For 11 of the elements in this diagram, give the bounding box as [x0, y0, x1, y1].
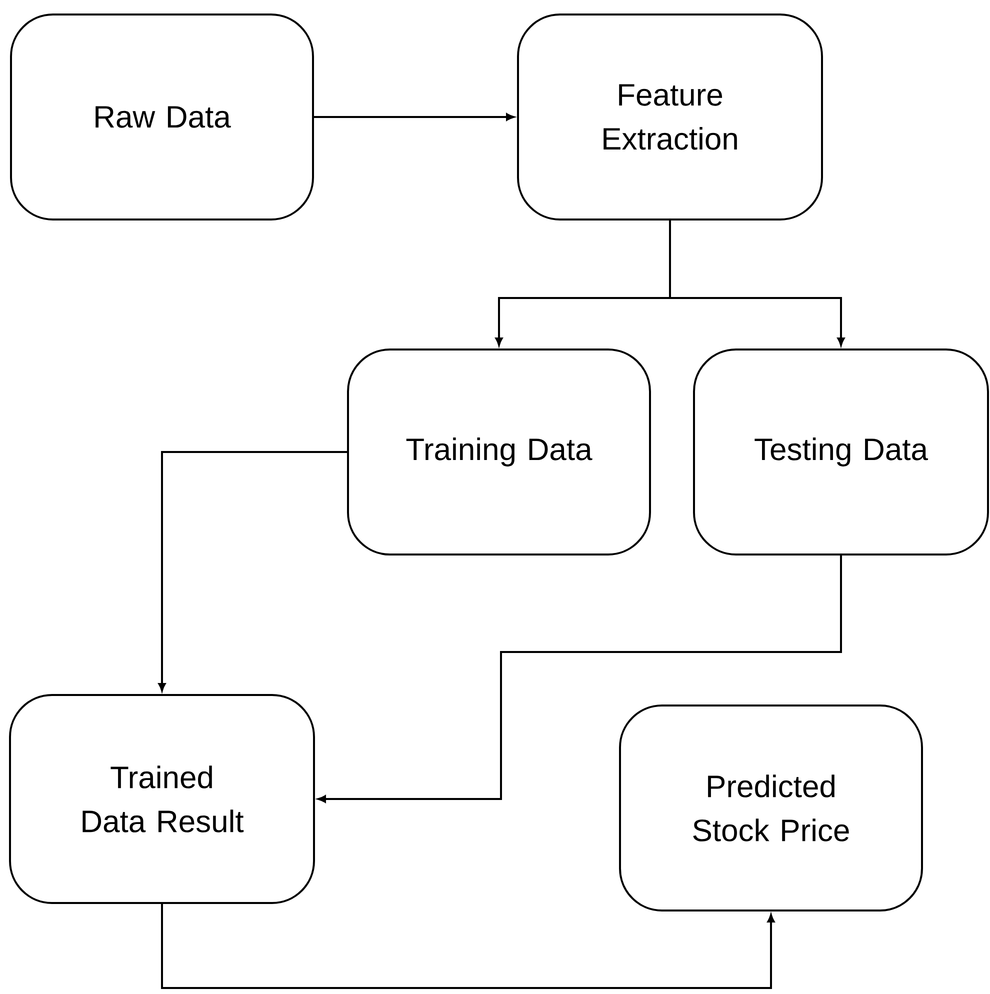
process-box: Raw Data: [10, 14, 314, 220]
process-box: Feature Extraction: [517, 14, 823, 220]
arrow: [318, 556, 842, 803]
process-box: Testing Data: [693, 348, 989, 556]
arrow: [161, 904, 775, 989]
arrow: [669, 220, 845, 346]
arrow: [314, 113, 514, 121]
process-box: Predicted Stock Price: [619, 704, 923, 912]
process-box: Training Data: [347, 348, 651, 556]
arrow: [158, 451, 347, 692]
process-box: Trained Data Result: [9, 694, 315, 904]
